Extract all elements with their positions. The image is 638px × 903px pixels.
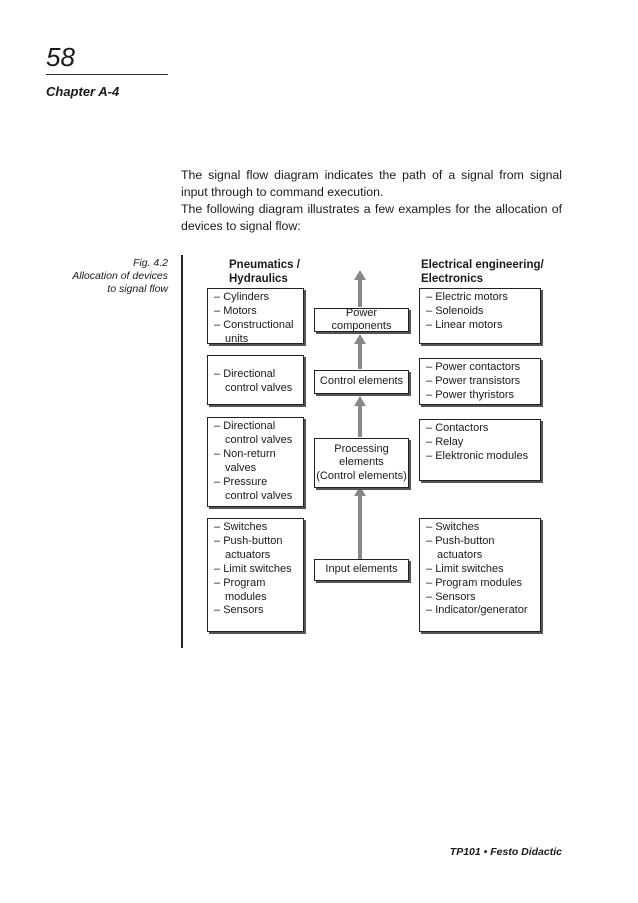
right-heading-line: Electronics	[421, 273, 483, 285]
header-rule	[46, 74, 168, 75]
processing-elements-box: Processing elements (Control elements)	[314, 438, 409, 488]
list-item: Power thyristors	[426, 389, 534, 403]
right-heading-line: Electrical engineering/	[421, 259, 544, 271]
processing-elements-label: (Control elements)	[316, 469, 407, 482]
list-item: Limit switches	[426, 563, 534, 577]
processing-elements-label: elements	[339, 456, 384, 469]
flow-arrow-shaft	[358, 495, 362, 559]
control-elements-box: Control elements	[314, 370, 409, 394]
diagram-intro-paragraph: The following diagram illustrates a few …	[181, 202, 562, 233]
margin-rule	[181, 255, 183, 648]
electrical-control-elements-box: Power contactors Power transistors Power…	[419, 358, 541, 405]
list-item: Cylinders	[214, 291, 297, 305]
list-item: Switches	[214, 521, 297, 535]
figure-caption-line: Allocation of devices	[72, 270, 168, 282]
right-column-heading: Electrical engineering/ Electronics	[421, 258, 544, 286]
list-item: Linear motors	[426, 319, 534, 333]
flow-arrow-head	[354, 396, 366, 406]
flow-arrow-shaft	[358, 280, 362, 307]
list-item: Solenoids	[426, 305, 534, 319]
list-item: Pressure control valves	[214, 476, 297, 504]
input-elements-box: Input elements	[314, 559, 409, 581]
list-item: Electric motors	[426, 291, 534, 305]
electrical-input-elements-box: Switches Push-button actuators Limit swi…	[419, 518, 541, 632]
processing-elements-label: Processing	[334, 442, 389, 455]
pneumatic-processing-elements-box: Directional control valves Non-return va…	[207, 417, 304, 507]
intro-paragraph: The signal flow diagram indicates the pa…	[181, 168, 562, 199]
chapter-title: Chapter A-4	[46, 84, 120, 99]
list-item: Push-button actuators	[214, 535, 297, 563]
list-item: Switches	[426, 521, 534, 535]
list-item: Indicator/generator	[426, 604, 534, 618]
power-components-label: Power components	[331, 306, 392, 333]
list-item: Relay	[426, 436, 534, 450]
pneumatic-input-elements-box: Switches Push-button actuators Limit swi…	[207, 518, 304, 632]
figure-caption: Fig. 4.2 Allocation of devices to signal…	[72, 257, 168, 296]
electrical-power-components-box: Electric motors Solenoids Linear motors	[419, 288, 541, 344]
footer: TP101 • Festo Didactic	[449, 846, 562, 858]
list-item: Sensors	[426, 591, 534, 605]
list-item: Constructional units	[214, 319, 297, 347]
left-column-heading: Pneumatics / Hydraulics	[229, 258, 300, 286]
list-item: Program modules	[214, 577, 297, 605]
flow-arrow-head	[354, 270, 366, 280]
figure-number: Fig. 4.2	[132, 257, 168, 269]
power-components-box: Power components	[314, 306, 409, 333]
list-item: Power contactors	[426, 361, 534, 375]
list-item: Power transistors	[426, 375, 534, 389]
flow-arrow-head	[354, 486, 366, 496]
list-item: Contactors	[426, 422, 534, 436]
flow-arrow-head	[354, 334, 366, 344]
flow-arrow-shaft	[358, 404, 362, 437]
list-item: Limit switches	[214, 563, 297, 577]
list-item: Non-return valves	[214, 448, 297, 476]
left-heading-line: Hydraulics	[229, 273, 288, 285]
list-item: Elektronic modules	[426, 450, 534, 464]
input-elements-label: Input elements	[325, 563, 398, 576]
list-item: Directional control valves	[214, 420, 297, 448]
list-item: Directional control valves	[214, 368, 297, 396]
list-item: Push-button actuators	[426, 535, 534, 563]
flow-arrow-shaft	[358, 342, 362, 369]
control-elements-label: Control elements	[319, 375, 404, 388]
pneumatic-power-components-box: Cylinders Motors Constructional units	[207, 288, 304, 347]
page-number: 58	[46, 42, 75, 72]
electrical-processing-elements-box: Contactors Relay Elektronic modules	[419, 419, 541, 481]
left-heading-line: Pneumatics /	[229, 259, 300, 271]
figure-caption-line: to signal flow	[107, 283, 168, 295]
pneumatic-control-elements-box: Directional control valves	[207, 355, 304, 405]
list-item: Program modules	[426, 577, 534, 591]
list-item: Sensors	[214, 604, 297, 618]
list-item: Motors	[214, 305, 297, 319]
